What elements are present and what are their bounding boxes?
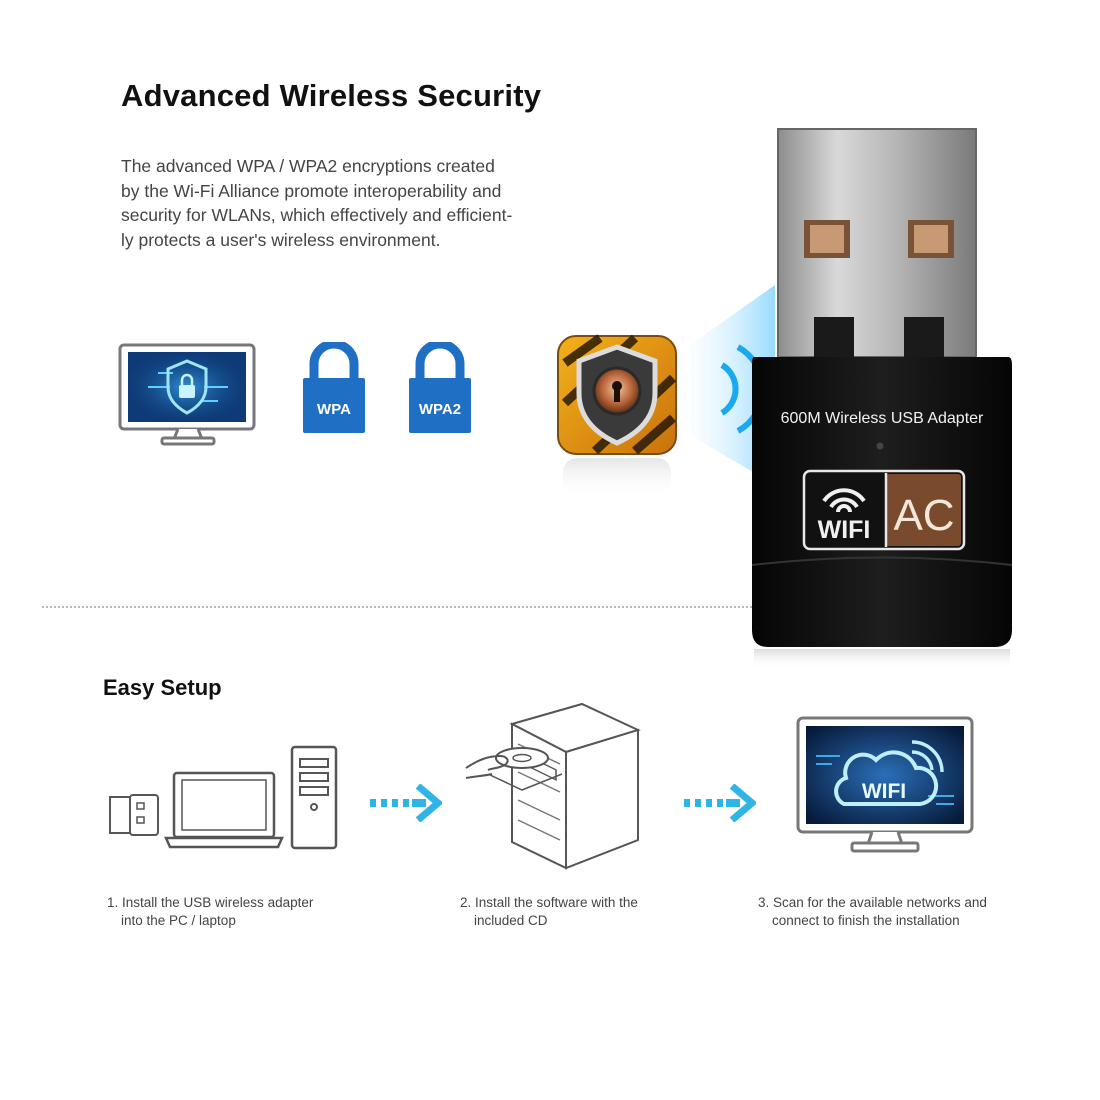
adapter-wifi-text: WIFI <box>818 516 871 544</box>
step-1-line-2: into the PC / laptop <box>121 913 236 928</box>
setup-step-1: 1. Install the USB wireless adapter into… <box>107 894 313 930</box>
arrow-right-icon <box>370 784 442 822</box>
step-2-line-2: included CD <box>474 913 548 928</box>
security-shield-icon <box>557 334 677 498</box>
step-1-line-1: 1. Install the USB wireless adapter <box>107 895 314 910</box>
wpa2-badge-label: WPA2 <box>419 401 461 418</box>
step-2-line-1: 2. Install the software with the <box>460 895 638 910</box>
step-3-line-1: 3. Scan for the available networks and <box>758 895 987 910</box>
wpa2-lock-icon: WPA2 <box>409 342 471 433</box>
step-3-line-2: connect to finish the installation <box>772 913 960 928</box>
setup-step-3: 3. Scan for the available networks and c… <box>758 894 987 930</box>
screen-wifi-text: WIFI <box>862 780 906 803</box>
security-description-line: security for WLANs, which effectively an… <box>121 205 513 225</box>
secure-monitor-icon <box>118 343 256 446</box>
security-description-line: ly protects a user's wireless environmen… <box>121 229 441 250</box>
pc-laptop-usb-icon <box>109 745 338 850</box>
setup-title: Easy Setup <box>103 675 222 700</box>
setup-step-2: 2. Install the software with the include… <box>460 894 638 930</box>
wifi-monitor-icon: WIFI <box>796 716 974 853</box>
section-divider <box>42 606 752 608</box>
security-title: Advanced Wireless Security <box>121 78 542 113</box>
security-description-line: The advanced WPA / WPA2 encryptions crea… <box>121 156 495 176</box>
usb-adapter-image: 600M Wireless USB Adapter WIFI AC <box>751 128 1013 669</box>
adapter-label: 600M Wireless USB Adapter <box>781 410 984 427</box>
adapter-ac-text: AC <box>893 491 954 540</box>
security-description: The advanced WPA / WPA2 encryptions crea… <box>121 154 571 252</box>
security-description-line: by the Wi-Fi Alliance promote interopera… <box>121 180 502 201</box>
arrow-right-icon <box>684 784 756 822</box>
wpa-lock-icon: WPA <box>303 342 365 433</box>
cd-install-icon <box>465 702 641 870</box>
wpa-badge-label: WPA <box>317 401 351 418</box>
